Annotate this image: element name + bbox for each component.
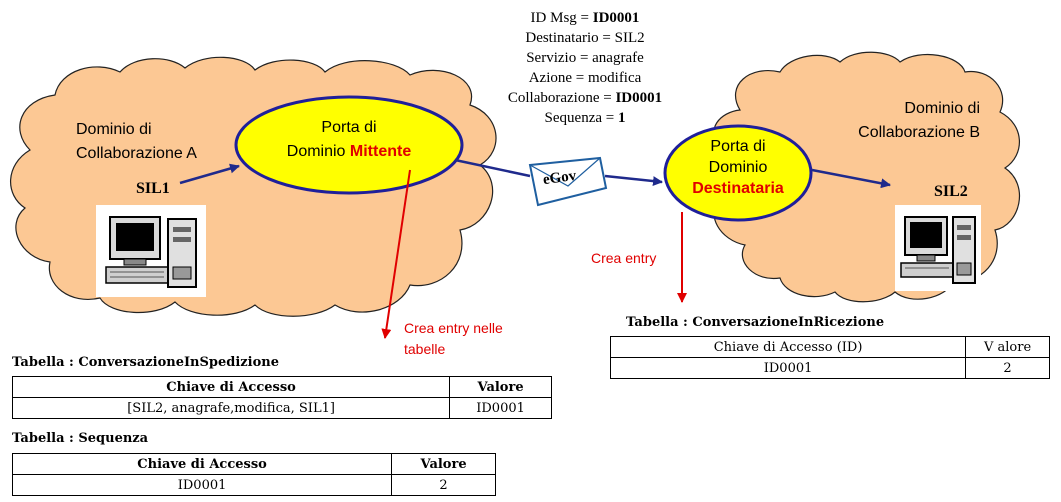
table-header-row: Chiave di Accesso Valore — [11, 453, 496, 475]
column-header: Chiave di Accesso — [11, 376, 451, 398]
column-header: Valore — [391, 453, 496, 475]
arrow-envelope-to-port — [604, 174, 663, 187]
table-spedizione: Chiave di Accesso Valore [SIL2, anagrafe… — [11, 376, 552, 419]
port-sender-label: Porta di Dominio Mittente — [286, 119, 412, 160]
table-cell: ID0001 — [449, 397, 552, 419]
arrow-port-to-sil2 — [811, 168, 891, 189]
computer-icon — [96, 205, 206, 297]
message-header: ID Msg = ID0001 Destinatario = SIL2 Serv… — [507, 10, 663, 126]
note-receiver-create-entry: Crea entry — [591, 250, 657, 266]
table-header-row: Chiave di Accesso Valore — [11, 376, 552, 398]
table-cell: 2 — [965, 357, 1050, 379]
domain-b-label: Dominio di Collaborazione B — [858, 100, 980, 141]
note-sender-create-entry: Crea entry nelle tabelle — [404, 320, 503, 357]
table-cell: ID0001 — [11, 474, 393, 496]
port-receiver-label: Porta di Dominio Destinataria — [692, 138, 784, 197]
sil2-label: SIL2 — [934, 183, 968, 200]
arrow-sil1-to-port — [179, 163, 240, 185]
table-cell: ID0001 — [609, 357, 967, 379]
table-sequenza: Chiave di Accesso Valore ID0001 2 — [11, 453, 496, 496]
column-header: Valore — [449, 376, 552, 398]
port-sender-ellipse — [234, 95, 464, 195]
table-ricezione-title: Tabella : ConversazioneInRicezione — [626, 315, 885, 330]
arrow-sender-create-entry — [381, 169, 411, 339]
domain-a-label: Dominio di Collaborazione A — [76, 121, 197, 162]
envelope-icon — [528, 156, 608, 207]
column-header: Chiave di Accesso — [11, 453, 393, 475]
column-header: V alore — [965, 336, 1050, 358]
table-ricezione: Chiave di Accesso (ID) V alore ID0001 2 — [609, 336, 1050, 379]
cloud-domain-a — [10, 56, 497, 317]
table-row: [SIL2, anagrafe,modifica, SIL1] ID0001 — [11, 397, 552, 419]
table-cell: 2 — [391, 474, 496, 496]
table-row: ID0001 2 — [11, 474, 496, 496]
column-header: Chiave di Accesso (ID) — [609, 336, 967, 358]
table-header-row: Chiave di Accesso (ID) V alore — [609, 336, 1050, 358]
sil1-label: SIL1 — [136, 180, 170, 197]
table-sequenza-title: Tabella : Sequenza — [12, 431, 149, 446]
computer-icon — [895, 205, 981, 291]
table-spedizione-title: Tabella : ConversazioneInSpedizione — [12, 355, 279, 370]
arrow-port-to-envelope — [454, 158, 531, 178]
port-receiver-ellipse — [663, 124, 813, 222]
table-row: ID0001 2 — [609, 357, 1050, 379]
table-cell: [SIL2, anagrafe,modifica, SIL1] — [11, 397, 451, 419]
